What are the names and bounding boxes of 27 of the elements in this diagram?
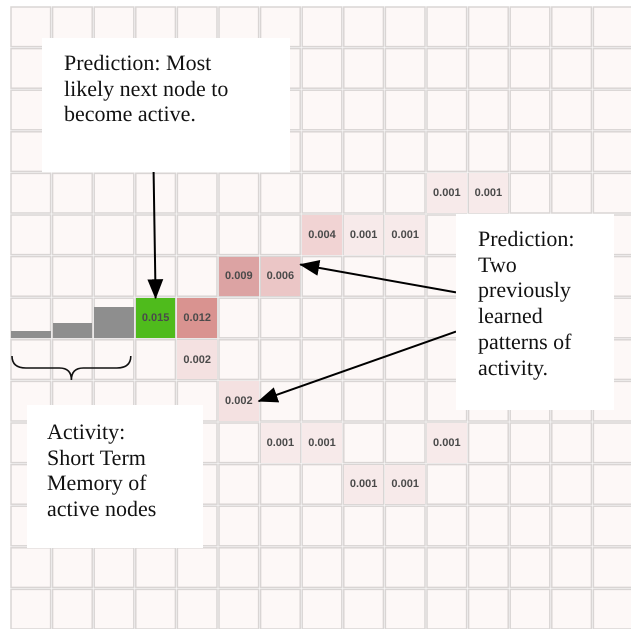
arrow: [299, 260, 456, 294]
probability-cell: 0.001: [468, 173, 508, 213]
probability-cell: 0.015: [136, 298, 176, 338]
annotation-box: [42, 38, 290, 172]
activity-bar: [94, 306, 134, 338]
arrow: [147, 172, 164, 300]
probability-cell: 0.006: [260, 256, 300, 296]
annotation-box: [27, 405, 203, 548]
activity-bar: [52, 322, 92, 338]
probability-cell: 0.001: [302, 423, 342, 463]
probability-cell: 0.004: [302, 215, 342, 255]
annotation-box: [456, 214, 614, 410]
probability-cell: 0.001: [385, 464, 425, 504]
probability-cell: 0.002: [177, 340, 217, 380]
probability-cell: 0.001: [344, 215, 384, 255]
probability-cell: 0.001: [427, 173, 467, 213]
probability-cell: 0.001: [427, 423, 467, 463]
probability-cell: 0.002: [219, 381, 259, 421]
probability-cell: 0.009: [219, 256, 259, 296]
arrow: [258, 330, 456, 402]
probability-cell: 0.001: [385, 215, 425, 255]
annotation-text: Prediction: Most likely next node to become active.: [64, 50, 230, 128]
probability-cell: 0.012: [177, 298, 217, 338]
probability-cell: 0.001: [344, 464, 384, 504]
annotation-text: Prediction: Two previously learned patterns of activity.: [478, 226, 576, 380]
annotation-text: Activity: Short Term Memory of active nodes: [47, 419, 158, 522]
probability-cell: 0.001: [260, 423, 300, 463]
